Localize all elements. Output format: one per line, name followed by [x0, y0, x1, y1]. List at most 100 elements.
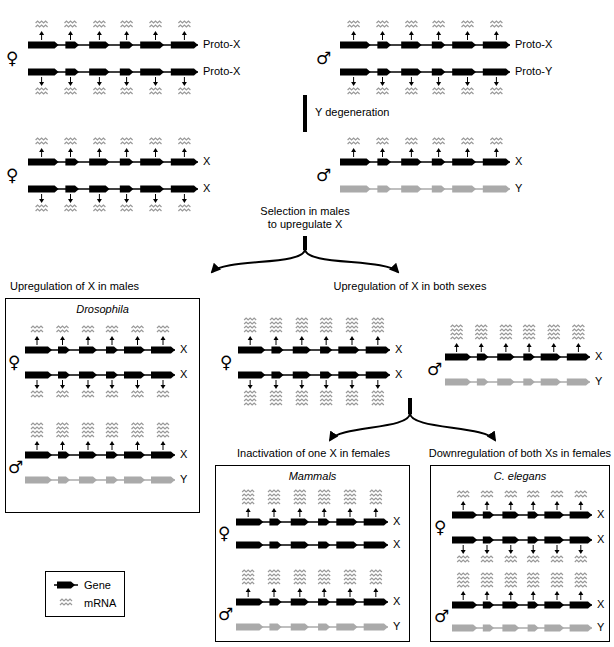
gene-arrow [570, 512, 592, 519]
transcription-arrowhead [508, 501, 513, 505]
transcription-arrow [481, 347, 482, 352]
mrna-squiggle [36, 25, 48, 27]
mrna-squiggle [150, 21, 162, 23]
mrna-squiggle [318, 490, 330, 492]
mrna-squiggle [268, 574, 280, 576]
gene-arrow [336, 542, 357, 549]
mrna-squiggle [377, 92, 389, 94]
mrna-squiggle [242, 578, 254, 580]
mrna-squiggle [157, 427, 169, 429]
mrna-squiggle [106, 435, 118, 437]
mrna-squiggle [106, 427, 118, 429]
mrna-squiggle [344, 574, 356, 576]
transcription-arrow [70, 152, 71, 157]
transcription-arrow [382, 77, 383, 82]
gene-arrow [497, 354, 514, 361]
transcription-arrow [184, 35, 185, 40]
mrna-squiggle [372, 403, 384, 405]
transcription-arrow [126, 194, 127, 199]
transcription-arrowhead [161, 385, 166, 389]
gene-arrow [364, 519, 388, 526]
chromosome-label: X [597, 598, 604, 611]
transcription-arrow [126, 152, 127, 157]
transcription-arrow [438, 77, 439, 82]
transcription-arrowhead [578, 591, 583, 595]
mrna-squiggle [93, 92, 105, 94]
mrna-squiggle [575, 495, 587, 497]
mrna-squiggle [344, 498, 356, 500]
transcription-arrow [163, 380, 164, 385]
gene-arrow [79, 347, 97, 354]
gene-arrow [79, 452, 97, 459]
transcription-arrow [155, 152, 156, 157]
mrna-squiggle [405, 25, 417, 27]
transcription-arrow [250, 340, 251, 345]
transcription-arrowhead [555, 501, 560, 505]
mrna-squiggle [65, 209, 77, 211]
mrna-squiggle [505, 556, 517, 558]
mrna-squiggle [65, 88, 77, 90]
mrna-squiggle [490, 92, 502, 94]
mrna-squiggle [344, 570, 356, 572]
gene-arrow [377, 42, 391, 49]
transcription-arrowhead [182, 82, 187, 86]
mrna-squiggle [377, 88, 389, 90]
mrna-squiggle [157, 435, 169, 437]
mrna-squiggle [268, 578, 280, 580]
transcription-arrowhead [508, 550, 513, 554]
gene-arrow [28, 69, 59, 76]
mrna-squiggle [36, 92, 48, 94]
mrna-squiggle [178, 142, 190, 144]
transcription-arrow [184, 152, 185, 157]
transcription-arrow [352, 380, 353, 385]
transcription-arrow [326, 380, 327, 385]
transcription-arrowhead [531, 550, 536, 554]
transcription-arrowhead [380, 148, 385, 152]
mrna-squiggle [121, 25, 133, 27]
gene-arrow [401, 69, 421, 76]
transcription-arrow [301, 380, 302, 385]
mrna-squiggle [575, 581, 587, 583]
mrna-squiggle [242, 490, 254, 492]
mrna-squiggle [157, 431, 169, 433]
mrna-squiggle [346, 326, 358, 328]
transcription-arrow [496, 35, 497, 40]
gene-arrow [140, 159, 164, 166]
mrna-squiggle [344, 502, 356, 504]
transcription-arrow [533, 595, 534, 600]
mrna-squiggle [318, 578, 330, 580]
legend-text: Gene [84, 579, 111, 591]
mrna-squiggle [462, 25, 474, 27]
chromosome [25, 326, 175, 354]
gene-arrow [528, 625, 539, 632]
transcription-arrowhead [97, 199, 102, 203]
transcription-arrowhead [272, 588, 277, 592]
transcription-arrowhead [39, 199, 44, 203]
mrna-squiggle [500, 329, 512, 331]
mrna-squiggle [296, 395, 308, 397]
mrna-squiggle [132, 395, 144, 397]
transcription-arrow [155, 77, 156, 82]
mrna-squiggle [481, 491, 493, 493]
mrna-squiggle [57, 326, 69, 328]
chromosome [236, 490, 388, 526]
mrna-squiggle [132, 431, 144, 433]
gene-arrow [483, 602, 494, 609]
transcription-arrow [163, 445, 164, 450]
gene-arrow [171, 159, 198, 166]
transcription-arrowhead [555, 550, 560, 554]
gene-arrow [340, 186, 371, 193]
transcription-arrowhead [182, 148, 187, 152]
gene-arrow [523, 379, 535, 386]
mrna-squiggle [82, 330, 94, 332]
gene-arrow [140, 69, 164, 76]
process-bar [303, 95, 307, 132]
mrna-squiggle [150, 92, 162, 94]
transcription-arrowhead [299, 385, 304, 389]
mrna-squiggle [320, 326, 332, 328]
transcription-arrow [463, 545, 464, 550]
mrna-squiggle [481, 560, 493, 562]
mrna-squiggle [318, 502, 330, 504]
mrna-squiggle [500, 333, 512, 335]
transcription-arrow [324, 512, 325, 517]
